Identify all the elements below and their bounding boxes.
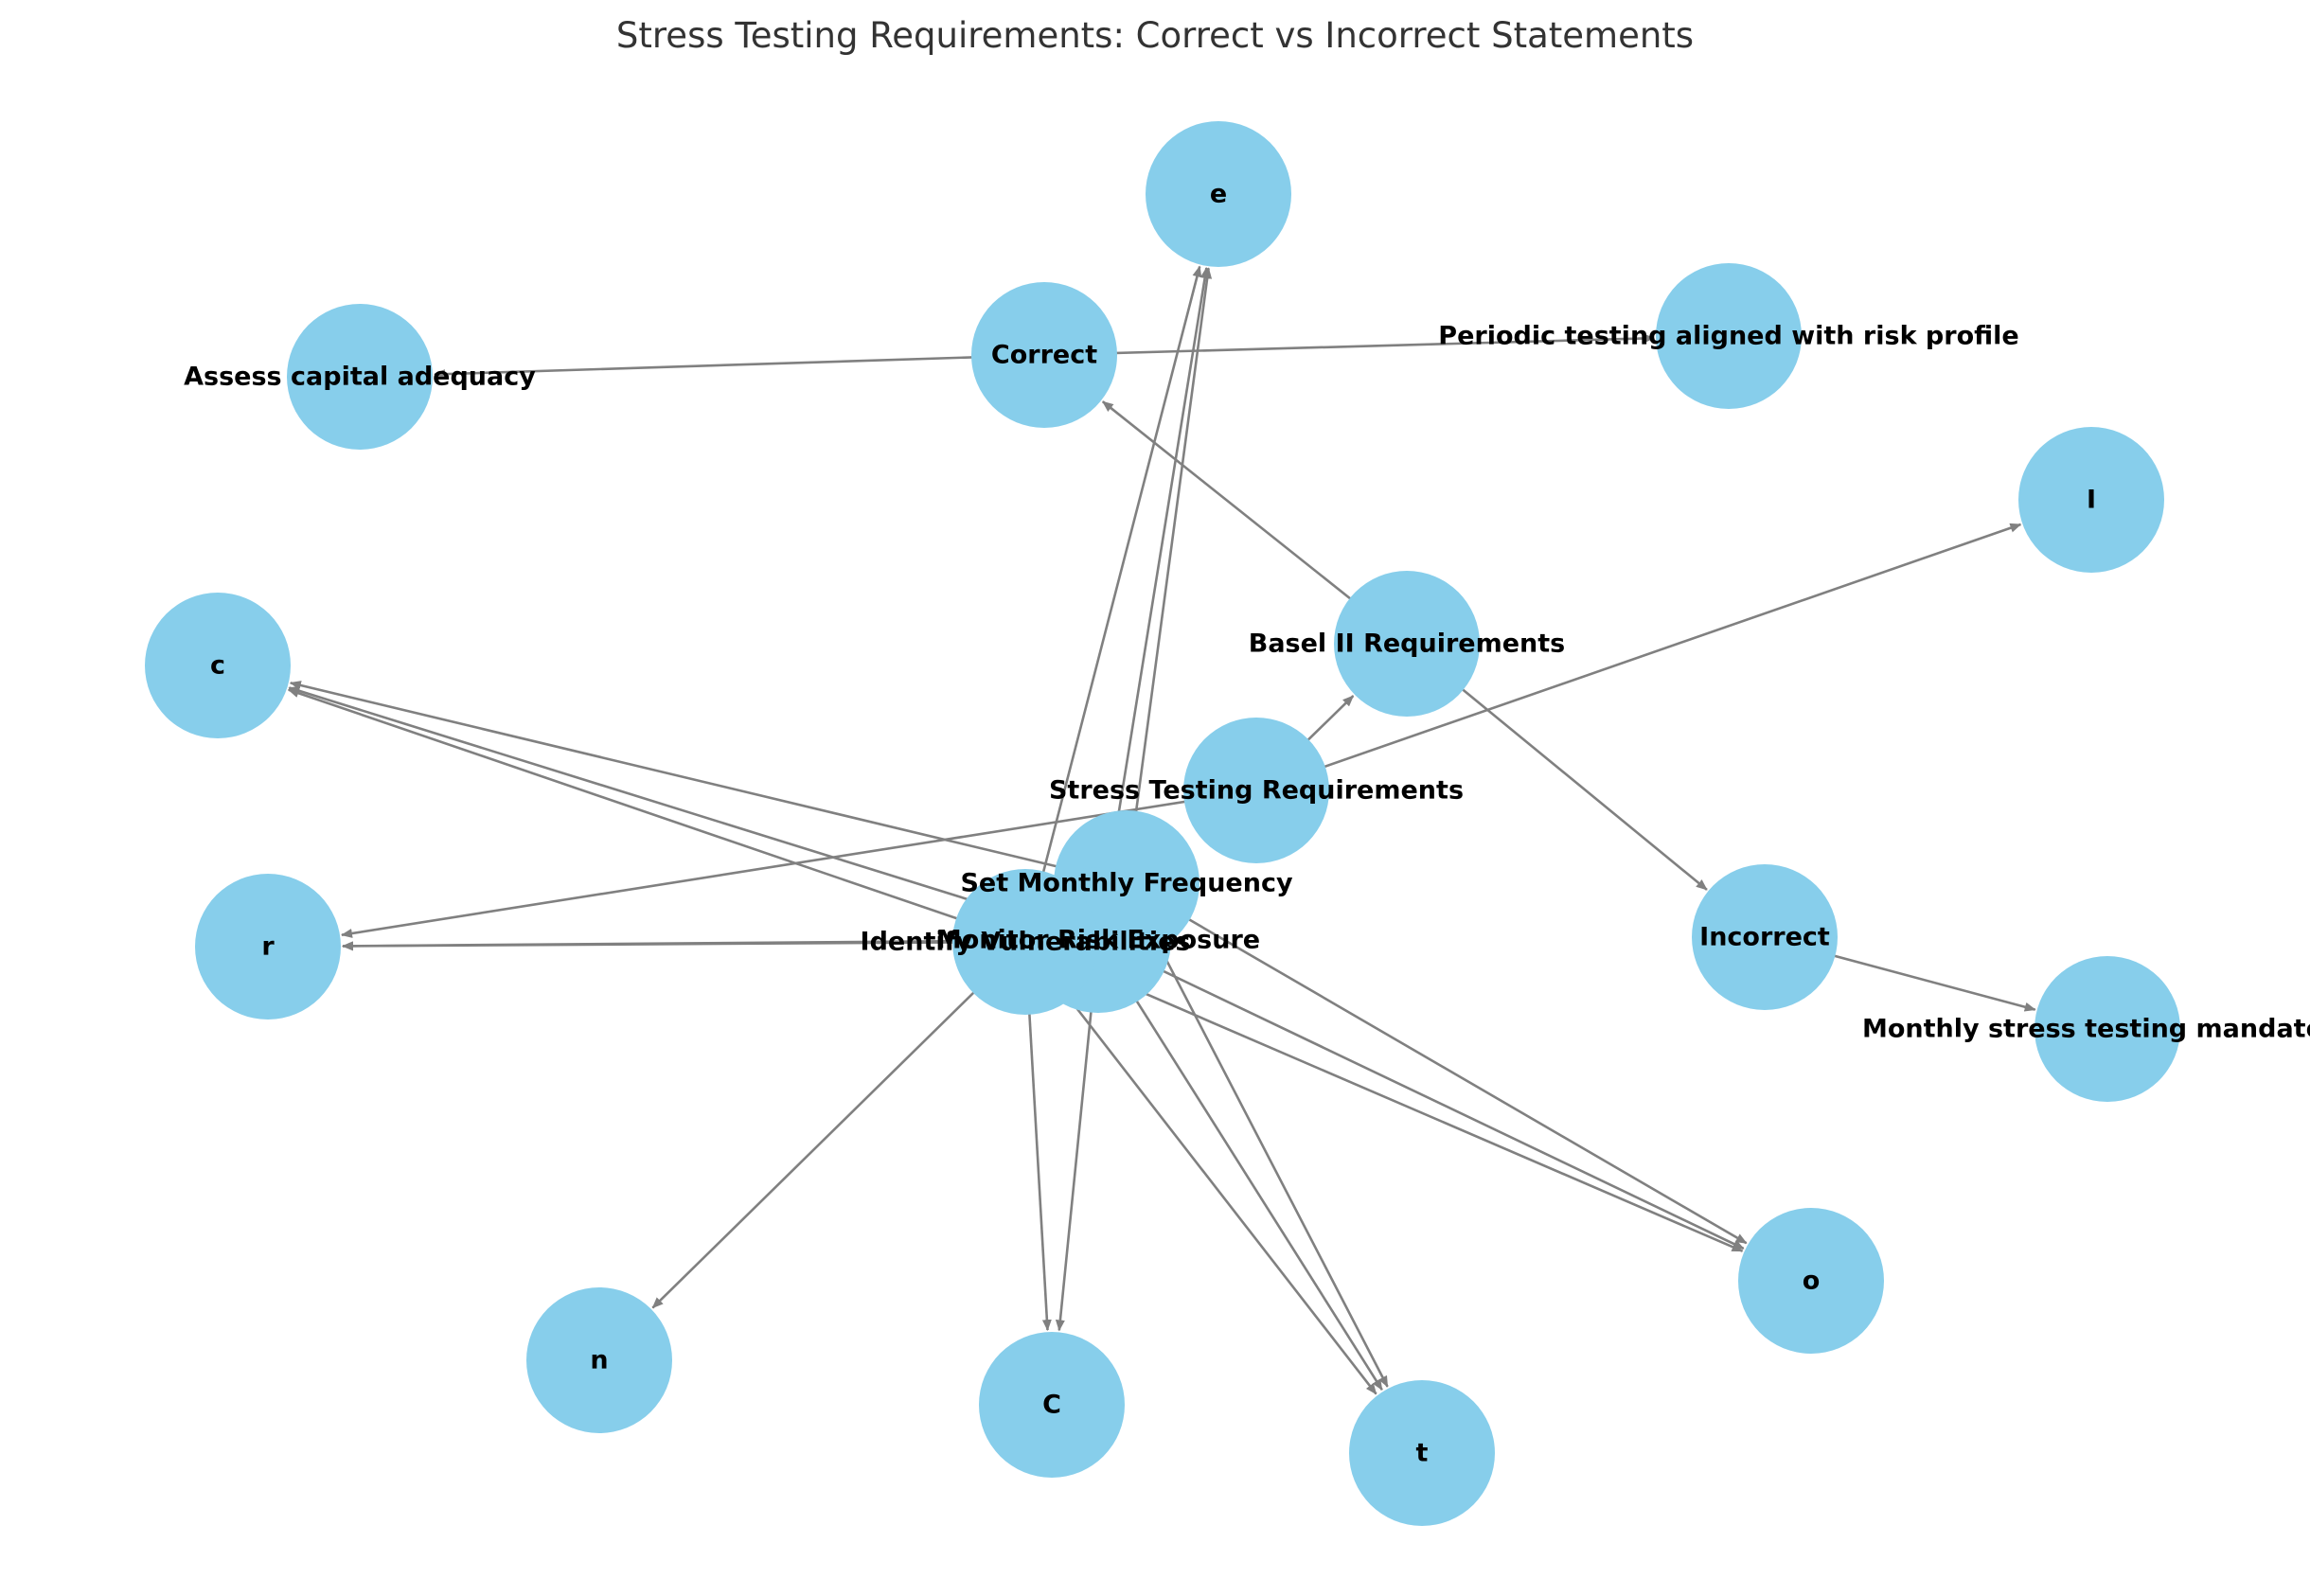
edge-monitor-to-t bbox=[1105, 951, 1383, 1392]
node-label-correct: Correct bbox=[991, 341, 1097, 370]
edge-identify-to-c bbox=[287, 688, 1012, 939]
node-monthly-mand bbox=[2035, 956, 2180, 1102]
node-r bbox=[195, 874, 341, 1020]
node-label-o: o bbox=[1803, 1267, 1821, 1296]
node-assess bbox=[287, 304, 433, 450]
edge-set-monthly-to-c bbox=[289, 681, 1113, 881]
nodes-layer bbox=[145, 121, 2180, 1526]
node-c bbox=[979, 1332, 1125, 1478]
labels-layer: Stress Testing Requirements Basel II Requ… bbox=[184, 180, 2310, 1468]
node-identify bbox=[952, 869, 1098, 1015]
node-label-stress: Stress Testing Requirements bbox=[1049, 776, 1464, 806]
edge-monitor-to-c bbox=[288, 686, 1085, 937]
edge-identify-to-n bbox=[651, 950, 1016, 1309]
edges-layer bbox=[287, 265, 2036, 1395]
node-label-basel: Basel II Requirements bbox=[1249, 630, 1566, 659]
node-label-c: C bbox=[1042, 1391, 1061, 1420]
node-t bbox=[1349, 1380, 1495, 1526]
edge-identify-to-e bbox=[1027, 265, 1202, 929]
edge-set-monthly-to-o bbox=[1138, 889, 1748, 1245]
node-label-incorrect: Incorrect bbox=[1699, 923, 1830, 952]
node-i bbox=[2018, 427, 2164, 573]
node-label-monthly-mand: Monthly stress testing mandatory bbox=[1862, 1015, 2310, 1044]
node-o bbox=[1738, 1208, 1884, 1354]
edge-stress-to-r bbox=[341, 791, 1243, 938]
node-incorrect bbox=[1692, 864, 1838, 1010]
node-stress bbox=[1183, 718, 1329, 863]
node-label-assess: Assess capital adequacy bbox=[184, 363, 536, 392]
edge-stress-to-i bbox=[1270, 523, 2022, 788]
edge-set-monthly-to-t bbox=[1131, 896, 1389, 1388]
node-label-n: n bbox=[590, 1346, 608, 1375]
edge-set-monthly-to-e bbox=[1127, 267, 1213, 869]
edge-identify-to-c bbox=[1024, 956, 1052, 1332]
edge-identify-to-t bbox=[1033, 952, 1377, 1395]
node-label-periodic: Periodic testing aligned with risk profi… bbox=[1438, 322, 2018, 351]
edge-identify-to-o bbox=[1038, 946, 1744, 1252]
node-label-i: I bbox=[2087, 486, 2096, 515]
edge-basel-to-correct bbox=[1101, 400, 1396, 636]
edge-correct-to-periodic bbox=[1058, 333, 1655, 356]
node-n bbox=[526, 1287, 672, 1433]
edge-monitor-to-o bbox=[1111, 945, 1745, 1250]
node-label-identify: Identify Vulnerabilities bbox=[861, 928, 1191, 957]
node-label-monitor: Monitor Risk Exposure bbox=[936, 926, 1260, 955]
node-label-r: r bbox=[261, 932, 275, 962]
node-label-e: e bbox=[1210, 180, 1227, 209]
node-c bbox=[145, 593, 291, 738]
node-periodic bbox=[1656, 263, 1802, 409]
node-label-c: c bbox=[210, 651, 225, 681]
edge-correct-to-assess bbox=[434, 354, 1030, 380]
edge-monitor-to-c bbox=[1055, 954, 1098, 1332]
diagram-title: Stress Testing Requirements: Correct vs … bbox=[616, 15, 1694, 56]
node-correct bbox=[971, 282, 1117, 428]
node-basel bbox=[1334, 571, 1480, 717]
node-label-set-monthly: Set Monthly Frequency bbox=[960, 869, 1293, 898]
node-e bbox=[1146, 121, 1291, 267]
edge-basel-to-incorrect bbox=[1417, 651, 1708, 891]
node-label-t: t bbox=[1416, 1439, 1429, 1468]
edge-identify-to-r bbox=[342, 940, 1011, 951]
